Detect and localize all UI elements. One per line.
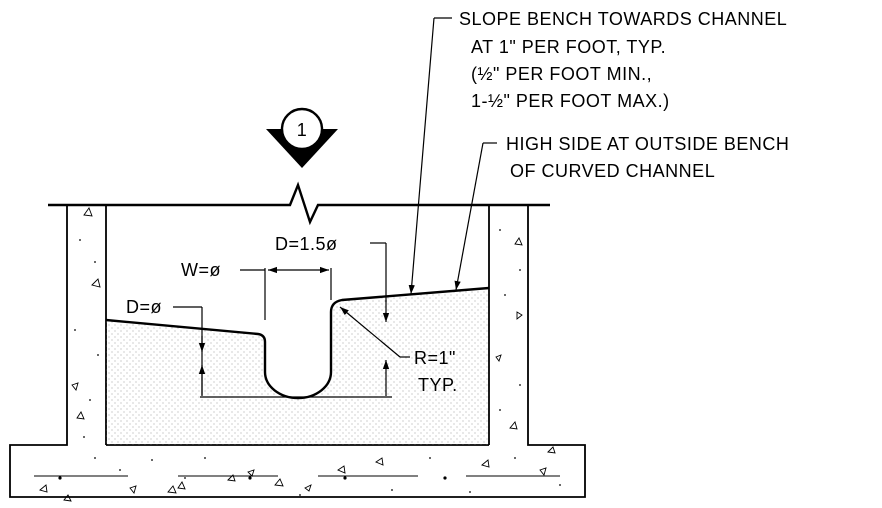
section-marker-circle — [280, 107, 324, 151]
section-marker: 1 — [266, 107, 338, 168]
slope-bench-line1: SLOPE BENCH TOWARDS CHANNEL — [459, 9, 787, 29]
high-side-line1: HIGH SIDE AT OUTSIDE BENCH — [506, 134, 789, 154]
radius-leader-arrow — [339, 306, 401, 358]
top-break-line — [48, 181, 550, 226]
bench-sand-fill — [106, 288, 489, 445]
depth-outlet-label: D=1.5ø — [275, 234, 338, 254]
concrete-specks — [58, 229, 561, 496]
depth-inlet-label: D=ø — [126, 297, 162, 317]
section-marker-number: 1 — [297, 120, 308, 140]
slope-bench-leader — [408, 17, 435, 295]
bench-top-and-channel-profile — [105, 286, 490, 400]
dimension-depth-outlet: D=1.5ø — [200, 234, 392, 398]
bench-and-channel — [105, 286, 490, 445]
high-side-callout: HIGH SIDE AT OUTSIDE BENCH OF CURVED CHA… — [454, 134, 789, 291]
slope-bench-line4: 1-½" PER FOOT MAX.) — [471, 91, 670, 111]
dimension-width: W=ø — [181, 260, 332, 320]
radius-label-line1: R=1" — [414, 348, 456, 368]
break-line-zigzag — [48, 181, 550, 226]
slope-bench-line2: AT 1" PER FOOT, TYP. — [471, 37, 666, 57]
width-label: W=ø — [181, 260, 221, 280]
concrete-aggregate-hatch — [39, 207, 556, 502]
structure-outline — [9, 205, 586, 498]
high-side-line2: OF CURVED CHANNEL — [510, 161, 715, 181]
slope-bench-callout: SLOPE BENCH TOWARDS CHANNEL AT 1" PER FO… — [408, 9, 787, 295]
dimension-depth-inlet: D=ø — [126, 297, 206, 396]
high-side-leader — [454, 142, 484, 291]
radius-label-line2: TYP. — [418, 375, 458, 395]
radius-callout: R=1" TYP. — [339, 306, 458, 395]
slope-bench-line3: (½" PER FOOT MIN., — [471, 64, 652, 84]
